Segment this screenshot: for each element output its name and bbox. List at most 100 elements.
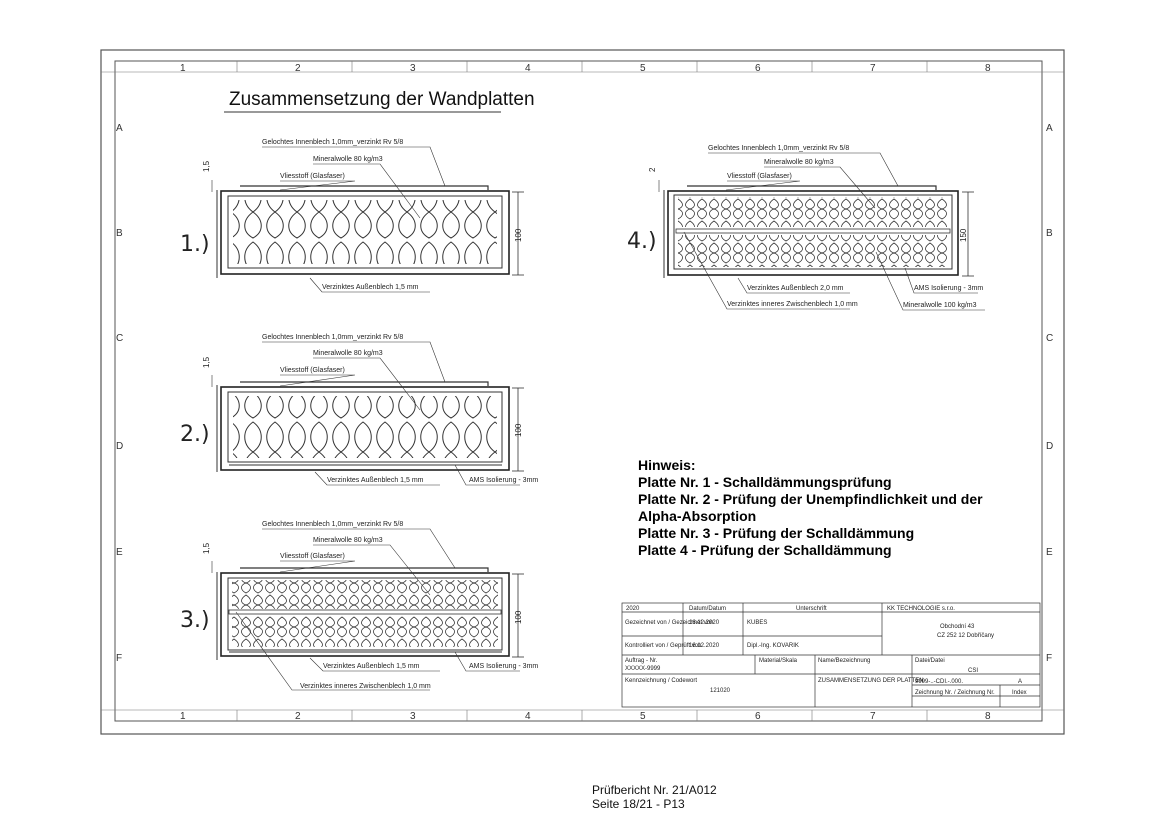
tb-drawing-no: 9999-..-CDI.-.000. [915, 679, 963, 685]
grid-row: A [116, 123, 123, 134]
tb-name-label: Name/Bezeichnung [818, 658, 870, 664]
label-ams: AMS Isolierung - 3mm [469, 477, 538, 484]
label-mineral-wool: Mineralwolle 80 kg/m3 [313, 156, 383, 163]
label-inner-sheet: Gelochtes Innenblech 1,0mm_verzinkt Rv 5… [262, 334, 403, 341]
grid-col: 4 [525, 63, 531, 74]
grid-row: F [1046, 653, 1052, 664]
thickness-dimension: 1,5 [202, 160, 211, 172]
plate-number: 3.) [180, 608, 210, 633]
label-mineral-wool: Mineralwolle 80 kg/m3 [764, 159, 834, 166]
label-outer-sheet: Verzinktes Außenblech 1,5 mm [322, 284, 419, 291]
grid-row: C [1046, 333, 1053, 344]
grid-col-ticks [236, 61, 928, 721]
label-fleece: Vliesstoff (Glasfaser) [280, 367, 345, 374]
tb-material-label: Material/Skala [759, 658, 798, 664]
grid-col: 5 [640, 711, 646, 722]
tb-drawn-label: Gezeichnet von / Gezeichnet von [625, 620, 713, 626]
label-mineral-wool: Mineralwolle 80 kg/m3 [313, 537, 383, 544]
tb-company: KK TECHNOLOGIE s.r.o. [887, 606, 955, 612]
label-ams: AMS Isolierung - 3mm [469, 663, 538, 670]
grid-col: 2 [295, 711, 301, 722]
plate-2: 2.) 100 1,5 Gelochtes Innenblech 1,0mm_v… [180, 334, 538, 486]
grid-col: 6 [755, 63, 761, 74]
tb-code-label: Kennzeichnung / Codewort [625, 678, 697, 684]
report-number: Prüfbericht Nr. 21/A012 [592, 783, 717, 797]
height-dimension: 150 [959, 228, 968, 242]
grid-columns-bottom: 1 2 3 4 5 6 7 8 [180, 711, 991, 722]
plate-number: 4.) [627, 229, 657, 254]
tb-drawn-date: 16.12.2020 [689, 620, 720, 626]
hint-line: Platte Nr. 3 - Prüfung der Schalldämmung [638, 525, 915, 541]
grid-columns-top: 1 2 3 4 5 6 7 8 [180, 63, 991, 74]
tb-code-value: 121020 [710, 688, 731, 694]
label-mineral-wool: Mineralwolle 80 kg/m3 [313, 350, 383, 357]
label-fleece: Vliesstoff (Glasfaser) [280, 553, 345, 560]
grid-col: 3 [410, 63, 416, 74]
grid-row: F [116, 653, 122, 664]
grid-col: 1 [180, 711, 186, 722]
tb-drawing-name: ZUSAMMENSETZUNG DER PLATTEN [818, 678, 924, 684]
hint-line: Platte 4 - Prüfung der Schalldämmung [638, 542, 892, 558]
label-inner-partition: Verzinktes inneres Zwischenblech 1,0 mm [727, 301, 858, 308]
label-ams: AMS Isolierung - 3mm [914, 285, 983, 292]
tb-year: 2020 [626, 606, 640, 612]
page-number: Seite 18/21 - P13 [592, 797, 685, 811]
grid-row: B [116, 228, 123, 239]
grid-col: 7 [870, 63, 876, 74]
title-block [621, 602, 1041, 708]
grid-row: E [1046, 547, 1053, 558]
grid-col: 3 [410, 711, 416, 722]
height-dimension: 100 [514, 423, 523, 437]
grid-col: 4 [525, 711, 531, 722]
grid-row: D [116, 441, 123, 452]
grid-row: B [1046, 228, 1053, 239]
grid-row: D [1046, 441, 1053, 452]
tb-drawing-no-label: Zeichnung Nr. / Zeichnung Nr. [915, 690, 995, 696]
grid-rows-left: A B C D E F [116, 123, 123, 664]
tb-file-value: CSI [968, 668, 978, 674]
hint-line: Platte Nr. 1 - Schalldämmungsprüfung [638, 474, 892, 490]
grid-col: 2 [295, 63, 301, 74]
label-inner-sheet: Gelochtes Innenblech 1,0mm_verzinkt Rv 5… [708, 145, 849, 152]
tb-order-label: Auftrag - Nr. [625, 658, 658, 664]
label-fleece: Vliesstoff (Glasfaser) [727, 173, 792, 180]
label-inner-sheet: Gelochtes Innenblech 1,0mm_verzinkt Rv 5… [262, 521, 403, 528]
label-mineral-wool-2: Mineralwolle 100 kg/m3 [903, 302, 977, 309]
tb-signature-header: Unterschrift [796, 606, 827, 612]
label-inner-partition: Verzinktes inneres Zwischenblech 1,0 mm [300, 683, 431, 690]
tb-address1: Obchodní 43 [940, 624, 975, 630]
tb-date-header: Datum/Datum [689, 606, 726, 612]
tb-index-label: Index [1012, 690, 1027, 696]
plate-1: 1.) 100 1,5 Gelochtes Innenblech 1,0mm_v… [180, 139, 524, 293]
label-outer-sheet: Verzinktes Außenblech 2,0 mm [747, 285, 844, 292]
tb-address2: CZ 252 12 Dobříčany [937, 633, 994, 639]
plate-3: 3.) 100 1,5 Gelochtes Innenblech 1,0mm_v… [180, 521, 538, 691]
thickness-dimension: 1,5 [202, 542, 211, 554]
label-inner-sheet: Gelochtes Innenblech 1,0mm_verzinkt Rv 5… [262, 139, 403, 146]
drawing-title: Zusammensetzung der Wandplatten [229, 89, 535, 110]
thickness-dimension: 1,5 [202, 356, 211, 368]
tb-order-value: XXXXX-9999 [625, 666, 661, 672]
page-footer: Prüfbericht Nr. 21/A012 Seite 18/21 - P1… [592, 783, 717, 811]
tb-checked-name: Dipl.-Ing. KOVARIK [747, 643, 799, 649]
grid-col: 6 [755, 711, 761, 722]
label-outer-sheet: Verzinktes Außenblech 1,5 mm [323, 663, 420, 670]
plate-number: 1.) [180, 232, 210, 257]
thickness-dimension: 2 [648, 167, 657, 172]
tb-index-value: A [1018, 679, 1022, 685]
label-fleece: Vliesstoff (Glasfaser) [280, 173, 345, 180]
grid-row: A [1046, 123, 1053, 134]
grid-col: 8 [985, 711, 991, 722]
grid-col: 1 [180, 63, 186, 74]
hint-line: Platte Nr. 2 - Prüfung der Unempfindlich… [638, 491, 983, 524]
height-dimension: 100 [514, 228, 523, 242]
tb-drawn-name: KUBES [747, 620, 767, 626]
tb-file-label: Datei/Datei [915, 658, 945, 664]
tb-checked-label: Kontrolliert von / Geprüft von [625, 643, 701, 649]
plate-number: 2.) [180, 422, 210, 447]
grid-col: 7 [870, 711, 876, 722]
height-dimension: 100 [514, 610, 523, 624]
grid-col: 8 [985, 63, 991, 74]
label-outer-sheet: Verzinktes Außenblech 1,5 mm [327, 477, 424, 484]
